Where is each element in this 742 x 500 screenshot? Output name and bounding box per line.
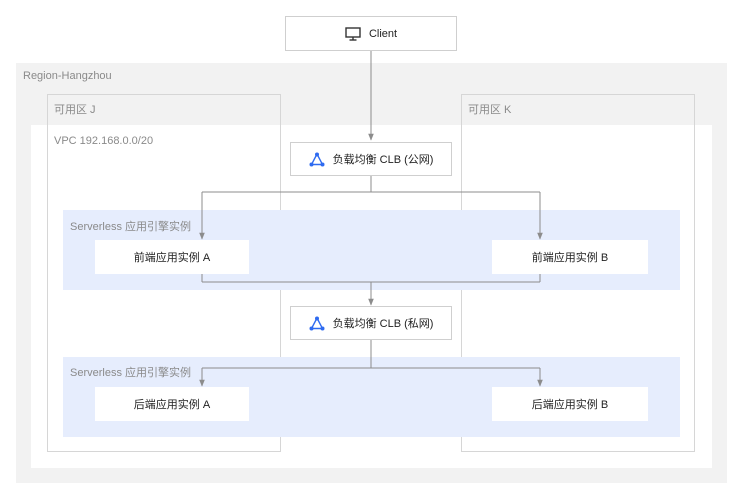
frontend-instance-a: 前端应用实例 A xyxy=(95,240,249,274)
load-balancer-public-label: 负载均衡 CLB (公网) xyxy=(332,154,434,166)
zone-k-label: 可用区 K xyxy=(468,104,512,116)
serverless-group-backend-label: Serverless 应用引擎实例 xyxy=(70,367,192,379)
desktop-monitor-icon xyxy=(345,26,361,41)
region-label: Region-Hangzhou xyxy=(23,70,112,82)
load-balancer-icon xyxy=(309,151,325,167)
load-balancer-private: 负载均衡 CLB (私网) xyxy=(290,306,452,340)
frontend-instance-a-label: 前端应用实例 A xyxy=(133,252,211,264)
backend-instance-b: 后端应用实例 B xyxy=(492,387,648,421)
backend-instance-b-label: 后端应用实例 B xyxy=(531,399,609,411)
client-node: Client xyxy=(285,16,457,51)
frontend-instance-b: 前端应用实例 B xyxy=(492,240,648,274)
load-balancer-icon xyxy=(309,315,325,331)
serverless-group-frontend-label: Serverless 应用引擎实例 xyxy=(70,221,192,233)
load-balancer-public: 负载均衡 CLB (公网) xyxy=(290,142,452,176)
vpc-label: VPC 192.168.0.0/20 xyxy=(54,135,154,147)
load-balancer-private-label: 负载均衡 CLB (私网) xyxy=(332,318,434,330)
backend-instance-a: 后端应用实例 A xyxy=(95,387,249,421)
client-label: Client xyxy=(368,27,398,40)
frontend-instance-b-label: 前端应用实例 B xyxy=(531,252,609,264)
zone-j-label: 可用区 J xyxy=(54,104,96,116)
backend-instance-a-label: 后端应用实例 A xyxy=(133,399,211,411)
